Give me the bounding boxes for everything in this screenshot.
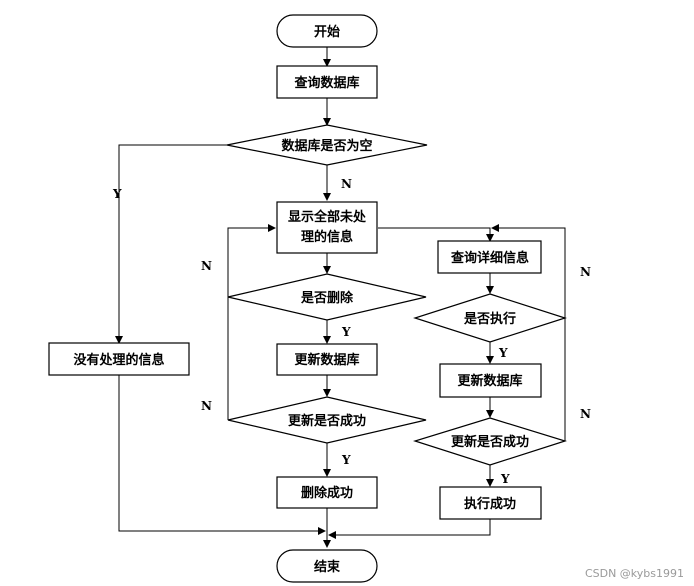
update-db-left-label: 更新数据库 <box>294 352 359 368</box>
edge-label-update-right-no: N <box>580 407 591 421</box>
edge-label-update-right-yes: Y <box>500 472 510 486</box>
no-pending-node: 没有处理的信息 <box>48 342 190 376</box>
delete-ok-label: 删除成功 <box>301 485 353 501</box>
arrow-nopending-to-end <box>118 375 326 535</box>
is-delete-diamond <box>227 273 427 321</box>
connectors <box>115 47 566 548</box>
edge-label-empty-no: N <box>341 177 352 191</box>
end-node: 结束 <box>276 549 378 583</box>
edge-labels: Y N N Y N Y N Y N Y <box>112 177 591 486</box>
execute-ok-box <box>439 486 542 520</box>
start-node: 开始 <box>276 14 378 48</box>
update-db-left-box <box>276 343 378 376</box>
no-pending-label: 没有处理的信息 <box>73 352 164 368</box>
db-empty-label: 数据库是否为空 <box>281 138 372 154</box>
end-label: 结束 <box>314 559 341 575</box>
delete-ok-box <box>276 476 378 509</box>
no-pending-box <box>48 342 190 376</box>
update-ok-left-diamond <box>227 396 427 444</box>
show-all-box <box>276 201 378 254</box>
query-detail-label: 查询详细信息 <box>450 250 529 266</box>
update-db-left-node: 更新数据库 <box>276 343 378 376</box>
start-terminal <box>276 14 378 48</box>
update-ok-right-diamond <box>412 417 568 466</box>
is-execute-decision: 是否执行 <box>413 293 567 343</box>
delete-ok-node: 删除成功 <box>276 476 378 509</box>
execute-ok-node: 执行成功 <box>439 486 542 520</box>
arrow-empty-yes <box>115 144 227 344</box>
arrow-show-to-detail <box>378 227 494 242</box>
arrow-execute-no <box>491 224 566 318</box>
query-db-label: 查询数据库 <box>293 75 359 91</box>
edge-label-delete-no: N <box>201 259 212 273</box>
update-ok-left-label: 更新是否成功 <box>288 413 366 429</box>
is-execute-diamond <box>413 293 567 343</box>
arrow-execute-ok-to-end <box>328 519 491 539</box>
update-ok-left-decision: 更新是否成功 <box>227 396 427 444</box>
db-empty-diamond <box>226 124 428 166</box>
edge-label-empty-yes: Y <box>112 187 122 201</box>
edge-label-delete-yes: Y <box>341 325 351 339</box>
update-ok-right-label: 更新是否成功 <box>451 434 529 450</box>
query-db-box <box>276 65 378 99</box>
show-all-label-line1: 显示全部未处 <box>288 209 367 225</box>
query-detail-box <box>437 240 542 274</box>
edge-label-update-left-no: N <box>201 399 212 413</box>
is-delete-label: 是否删除 <box>300 290 354 306</box>
query-detail-node: 查询详细信息 <box>437 240 542 274</box>
arrow-delete-no <box>227 224 276 297</box>
watermark: CSDN @kybs1991 <box>584 567 684 580</box>
query-db-node: 查询数据库 <box>276 65 378 99</box>
is-execute-label: 是否执行 <box>463 311 516 327</box>
show-all-node: 显示全部未处 理的信息 <box>276 201 378 254</box>
db-empty-decision: 数据库是否为空 <box>226 124 428 166</box>
show-all-label-line2: 理的信息 <box>301 229 353 245</box>
edge-label-update-left-yes: Y <box>341 453 351 467</box>
execute-ok-label: 执行成功 <box>464 496 516 512</box>
is-delete-decision: 是否删除 <box>227 273 427 321</box>
update-db-right-node: 更新数据库 <box>439 363 542 398</box>
end-terminal <box>276 549 378 583</box>
edge-label-execute-yes: Y <box>498 346 508 360</box>
edge-label-execute-no: N <box>580 265 591 279</box>
update-db-right-box <box>439 363 542 398</box>
update-db-right-label: 更新数据库 <box>457 373 522 389</box>
start-label: 开始 <box>314 24 340 40</box>
update-ok-right-decision: 更新是否成功 <box>412 417 568 466</box>
